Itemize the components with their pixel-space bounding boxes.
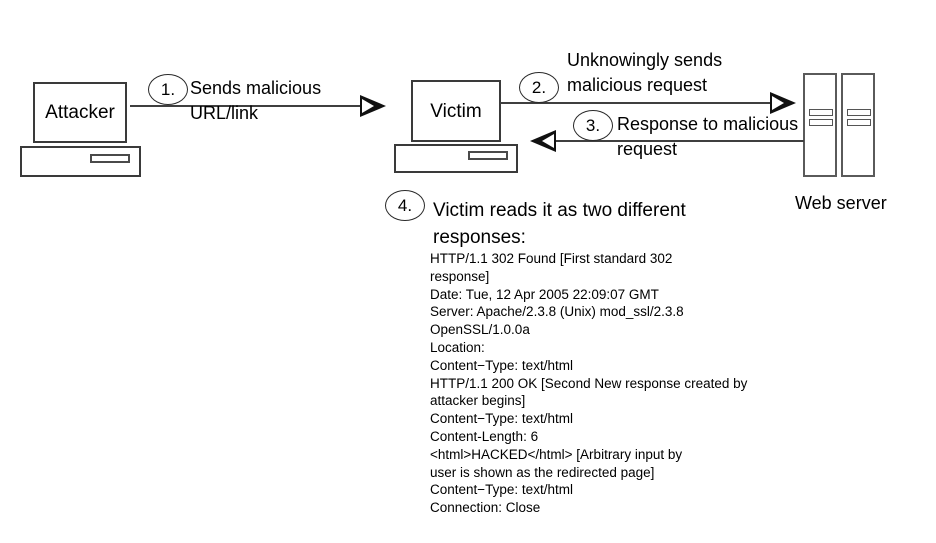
rack-right-slot-2	[847, 119, 871, 126]
attacker-monitor: Attacker	[33, 82, 127, 143]
web-server-rack-left	[803, 73, 837, 177]
rack-left-slot-1	[809, 109, 833, 116]
arrow-2-head-notch	[772, 96, 784, 110]
rack-left-slot-2	[809, 119, 833, 126]
attacker-base-slot	[90, 154, 130, 163]
victim-label: Victim	[430, 100, 482, 122]
victim-base-slot	[468, 151, 508, 160]
web-server-label: Web server	[795, 193, 887, 213]
http-response-listing: HTTP/1.1 302 Found [First standard 302 r…	[430, 251, 748, 516]
step-2-number: 2.	[531, 77, 547, 97]
attacker-base	[20, 146, 141, 177]
step-2-circle: 2.	[519, 72, 559, 103]
web-server-rack-right	[841, 73, 875, 177]
arrow-1-head-notch	[362, 99, 374, 113]
step-1-number: 1.	[160, 79, 176, 99]
step-3-circle: 3.	[573, 110, 613, 141]
victim-base	[394, 144, 518, 173]
arrow-1-line	[130, 105, 370, 107]
step-2-label: Unknowingly sends malicious request	[567, 50, 723, 95]
rack-right-slot-1	[847, 109, 871, 116]
step-4-number: 4.	[397, 195, 413, 215]
arrow-3-line	[556, 140, 804, 142]
victim-monitor: Victim	[411, 80, 501, 142]
step-3-label: Response to malicious request	[617, 114, 799, 159]
attacker-label: Attacker	[45, 102, 115, 123]
step-4-circle: 4.	[385, 190, 425, 221]
arrow-3-head-notch	[542, 134, 554, 148]
step-1-label: Sends malicious URL/link	[190, 78, 322, 123]
step-1-circle: 1.	[148, 74, 188, 105]
step-3-number: 3.	[585, 115, 601, 135]
arrow-2-line	[500, 102, 778, 104]
step-4-label: Victim reads it as two different respons…	[433, 200, 686, 248]
